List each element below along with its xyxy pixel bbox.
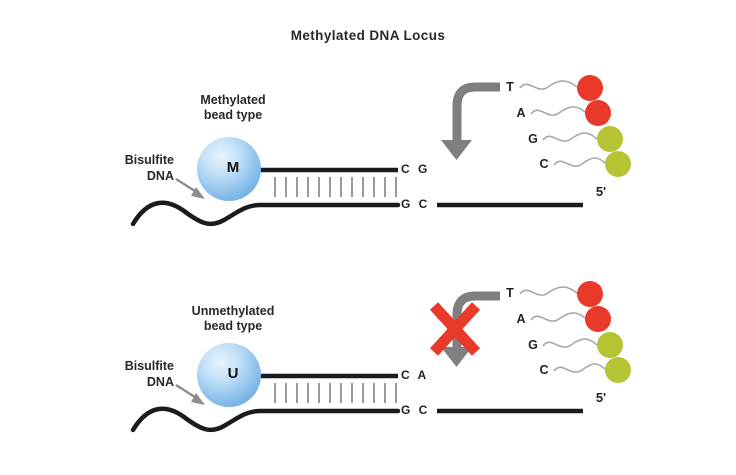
panel-unmethylated: Unmethylated bead type Bisulfite DNA U C… [0,266,736,444]
template-allele-label: G C [401,197,430,211]
nucleotide-dye-c [605,151,631,177]
bead-letter: U [227,365,239,382]
bisulfite-pointer-arrowhead-icon [191,393,205,405]
extension-arrowhead-icon [441,347,472,367]
methylated-bead: M [197,137,261,201]
nucleotide-dye-a [585,306,611,332]
template-allele-label: G C [401,403,430,417]
bead-type-label-line1: Methylated [200,93,266,107]
nucleotide-dye-g [597,332,623,358]
five-prime-label: 5' [595,390,607,405]
bisulfite-dna-label-line1: Bisulfite [124,153,174,167]
bead-type-label-line1: Unmethylated [191,304,275,318]
bisulfite-dna-label: Bisulfite DNA [70,152,174,184]
nucleotide-letter-c: C [539,363,549,377]
bisulfite-dna-label-line2: DNA [146,375,174,389]
hybridization-ticks [274,383,397,403]
diagram-title: Methylated DNA Locus [290,28,446,43]
nucleotide-letter-a: A [516,106,526,120]
nucleotide-letter-t: T [506,286,514,300]
nucleotide-letter-t: T [506,80,514,94]
hybridization-ticks [274,177,397,197]
bisulfite-dna-label-line1: Bisulfite [124,359,174,373]
bisulfite-dna-label: Bisulfite DNA [70,358,174,390]
unmethylated-bead: U [197,343,261,407]
bead-letter: M [226,159,240,176]
panel-methylated-graphics [130,75,631,227]
bead-type-label: Unmethylated bead type [133,304,333,333]
bisulfite-dna-label-line2: DNA [146,169,174,183]
extension-arrow-icon [452,291,500,348]
five-prime-label: 5' [595,184,607,199]
nucleotide-dye-a [585,100,611,126]
bead-type-label: Methylated bead type [133,93,333,122]
bead-type-label-line2: bead type [203,107,263,122]
nucleotide-dye-t [577,75,603,101]
nucleotide-tails [519,80,606,167]
nucleotide-dye-t [577,281,603,307]
nucleotide-dye-g [597,126,623,152]
extension-arrowhead-icon [441,140,472,160]
bead-type-label-line2: bead type [203,318,263,333]
nucleotide-letter-g: G [528,132,538,146]
nucleotide-letter-g: G [528,338,538,352]
nucleotide-letter-c: C [539,157,549,171]
blocked-x-icon [429,302,481,356]
probe-allele-label: C G [401,162,430,176]
panel-unmethylated-graphics [130,281,631,433]
bisulfite-pointer-arrowhead-icon [191,187,205,199]
nucleotide-dye-c [605,357,631,383]
probe-allele-label: C A [401,368,429,382]
nucleotide-tails [519,286,606,373]
extension-arrow-icon [452,82,500,141]
bisulfite-dna-strand [130,406,401,433]
nucleotide-letter-a: A [516,312,526,326]
bisulfite-dna-strand [130,200,401,227]
panel-methylated: Methylated bead type Bisulfite DNA M C G… [0,60,736,238]
